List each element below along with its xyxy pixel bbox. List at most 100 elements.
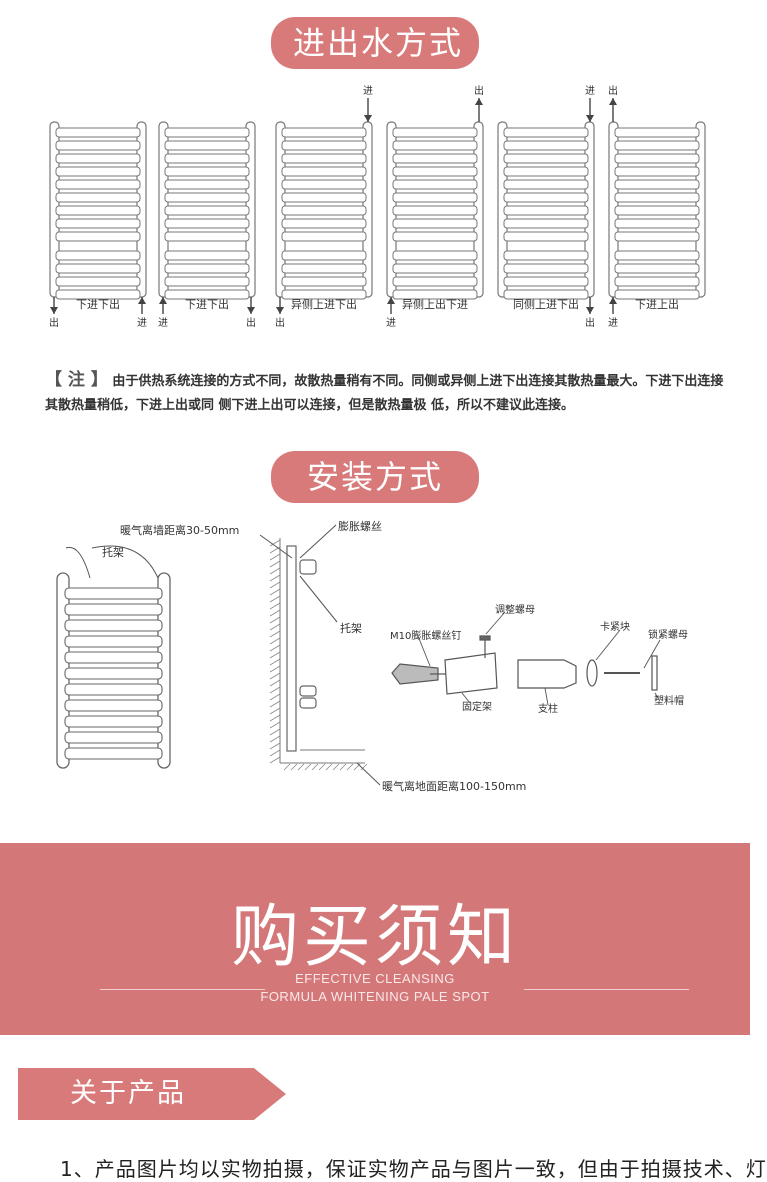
label-plastic-cap: 塑料帽: [654, 694, 684, 707]
hatch-line: [269, 700, 281, 708]
flow-caption: 下进下出: [76, 297, 120, 311]
label-wall-distance: 暖气离墙距离30-50mm: [120, 523, 239, 537]
purchase-notice-banner: 购买须知 EFFECTIVE CLEANSING FORMULA WHITENI…: [0, 843, 750, 1035]
label-fixed-frame: 固定架: [462, 700, 492, 713]
hatch-line: [346, 763, 354, 771]
hatch-line: [269, 574, 281, 582]
hatch-line: [318, 763, 326, 771]
hatch-line: [269, 539, 281, 547]
arrow-up-icon: [138, 297, 146, 304]
banner-subtitle-2: FORMULA WHITENING PALE SPOT: [260, 989, 490, 1004]
flow-caption: 异侧上出下进: [402, 297, 468, 311]
hatch-line: [304, 763, 312, 771]
flow-diagram-5: 同侧上进下出 进出: [497, 85, 595, 329]
hatch-line: [339, 763, 347, 771]
flow-label: 出: [608, 84, 618, 97]
label-m10: M10膨胀螺丝钉: [390, 629, 461, 642]
hatch-line: [269, 756, 281, 764]
flow-label: 出: [585, 316, 595, 329]
about-item-1: 1、产品图片均以实物拍摄，保证实物产品与图片一致，但由于拍摄技术、灯: [60, 1157, 767, 1181]
hatch-line: [269, 616, 281, 624]
hatch-line: [269, 651, 281, 659]
hatch-line: [269, 630, 281, 638]
radiator-rung: [64, 587, 163, 600]
banner-line-right: [524, 989, 689, 990]
flow-label: 出: [275, 316, 285, 329]
hatch-line: [269, 742, 281, 750]
wall-distance-pointer: [259, 534, 293, 559]
label-bracket-left: 托架: [102, 545, 124, 559]
radiator-rung: [64, 619, 163, 632]
screw-pointer: [299, 524, 337, 559]
banner-title: 购买须知: [230, 898, 519, 977]
hatch-line: [325, 763, 333, 771]
bracket-pointer: [299, 575, 338, 623]
label-bracket-right: 托架: [340, 621, 362, 635]
flow-label: 进: [137, 317, 147, 329]
section-title-flow: 进出水方式: [271, 17, 479, 69]
hatch-line: [269, 728, 281, 736]
flow-caption: 下进下出: [185, 297, 229, 311]
bracket-pointer-right: [91, 545, 159, 579]
wall-hatch: [279, 538, 365, 764]
arrow-down-icon: [586, 115, 594, 122]
hatch-line: [269, 644, 281, 652]
pillar-part: [517, 659, 577, 689]
hatch-line: [269, 623, 281, 631]
hatch-line: [269, 567, 281, 575]
radiator-rung: [64, 603, 163, 616]
flow-caption: 同侧上进下出: [513, 297, 579, 311]
arrow-up-icon: [475, 98, 483, 105]
hatch-line: [269, 609, 281, 617]
flow-caption: 异侧上进下出: [291, 297, 357, 311]
adjust-screw-icon: [479, 635, 491, 641]
label-floor-distance: 暖气离地面距离100-150mm: [382, 779, 526, 793]
hatch-line: [269, 553, 281, 561]
hatch-line: [290, 763, 298, 771]
flow-label: 进: [158, 317, 168, 329]
about-product-tab: 关于产品: [18, 1068, 286, 1120]
radiator-rung: [64, 651, 163, 664]
section-title-install: 安装方式: [271, 451, 479, 503]
hatch-line: [269, 735, 281, 743]
bracket-pointer-left: [65, 546, 91, 579]
label-clamp-block: 卡紧块: [600, 620, 630, 633]
flow-diagrams: 下进下出出进下进下出进出异侧上进下出进出异侧上出下进出进同侧上进下出进出下进上出…: [49, 84, 706, 329]
arrow-up-icon: [609, 98, 617, 105]
note-paragraph: 【 注 】 由于供热系统连接的方式不同，故散热量稍有不同。同侧或异侧上进下出连接…: [45, 368, 725, 418]
hatch-line: [269, 686, 281, 694]
radiator-rung: [64, 667, 163, 680]
plastic-cap-part: [651, 655, 658, 691]
radiator-rung: [64, 715, 163, 728]
flow-label: 出: [474, 84, 484, 97]
parts: [391, 635, 658, 695]
hatch-line: [269, 637, 281, 645]
note-tag: 【 注 】: [45, 370, 108, 390]
install-diagram: 暖气离墙距离30-50mm 托架 膨胀螺丝 托架 M10膨胀螺丝钉 调整螺母 卡…: [56, 519, 688, 793]
hatch-line: [269, 658, 281, 666]
label-adjust-nut: 调整螺母: [495, 603, 535, 616]
hatch-line: [283, 763, 291, 771]
hatch-line: [269, 560, 281, 568]
hatch-line: [269, 679, 281, 687]
hatch-line: [332, 763, 340, 771]
hatch-line: [269, 749, 281, 757]
arrow-up-icon: [159, 297, 167, 304]
flow-label: 出: [49, 316, 59, 329]
fixed-frame-part: [444, 652, 498, 695]
arrow-up-icon: [609, 297, 617, 304]
flow-label: 进: [585, 85, 595, 97]
hatch-line: [269, 721, 281, 729]
note-text: 由于供热系统连接的方式不同，故散热量稍有不同。同侧或异侧上进下出连接其散热量最大…: [45, 374, 724, 413]
floor-distance-pointer: [356, 762, 381, 786]
hatch-line: [269, 665, 281, 673]
hatch-line: [269, 581, 281, 589]
radiator-rung: [64, 747, 163, 760]
banner-line-left: [100, 989, 265, 990]
label-expansion-screw: 膨胀螺丝: [338, 519, 382, 533]
arrow-down-icon: [364, 115, 372, 122]
